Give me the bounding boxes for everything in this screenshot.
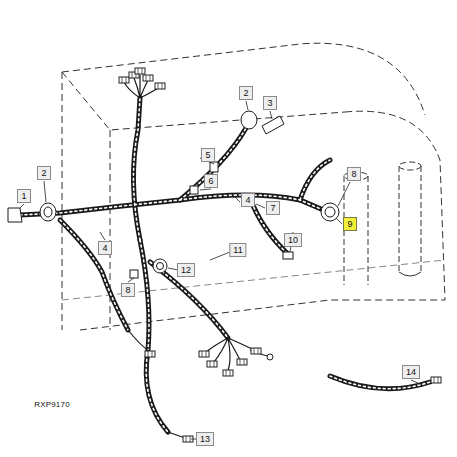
callout-number: 14 <box>402 365 420 379</box>
connector-symbol <box>119 68 441 442</box>
body-outline <box>62 43 445 330</box>
wire-lead <box>124 75 268 438</box>
leader-line <box>20 101 420 439</box>
callout-number: 4 <box>98 241 112 255</box>
callout-number: 1 <box>17 189 31 203</box>
callout-number: 7 <box>266 201 280 215</box>
figure-code: RXP9170 <box>34 400 70 410</box>
callout-number: 11 <box>229 243 246 257</box>
callout-number: 9 <box>343 217 357 231</box>
wire-harness <box>20 98 430 432</box>
callout-number: 6 <box>204 174 218 188</box>
callout-number: 2 <box>239 86 253 100</box>
callout-number: 8 <box>347 167 361 181</box>
callout-number: 13 <box>196 432 214 446</box>
callout-number: 10 <box>284 233 302 247</box>
callout-number: 4 <box>241 193 255 207</box>
callout-number: 8 <box>121 283 135 297</box>
callout-number: 3 <box>263 96 277 110</box>
callout-number: 5 <box>201 148 215 162</box>
component <box>8 111 339 278</box>
callout-number: 12 <box>177 263 195 277</box>
callout-number: 2 <box>37 166 51 180</box>
post-outline <box>344 162 421 285</box>
